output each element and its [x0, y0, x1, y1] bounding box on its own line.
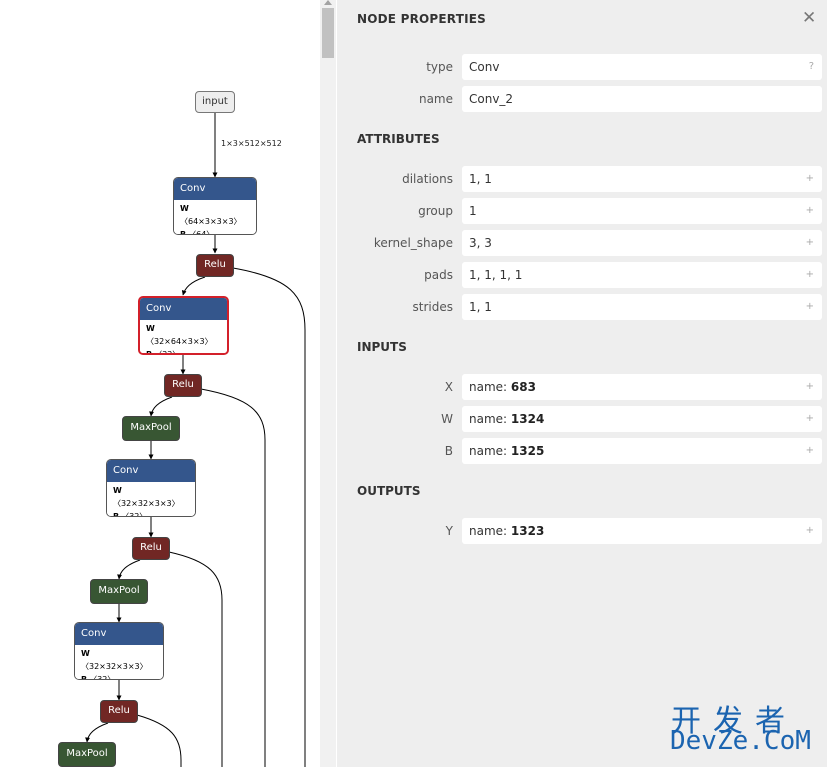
- edge-shape-label: 1×3×512×512: [221, 139, 282, 148]
- graph-canvas[interactable]: input 1×3×512×512 Conv W〈64×3×3×3〉 B〈64〉…: [0, 0, 320, 767]
- expand-icon[interactable]: +: [805, 205, 814, 216]
- attribute-label: kernel_shape: [373, 236, 453, 250]
- scroll-up-arrow-icon[interactable]: [324, 0, 332, 5]
- attribute-label: strides: [412, 300, 453, 314]
- help-icon[interactable]: ?: [808, 61, 814, 72]
- conv-node-3[interactable]: Conv W〈32×32×3×3〉 B〈32〉: [106, 459, 196, 517]
- property-value-type[interactable]: Conv ?: [462, 54, 822, 80]
- conv-weight-row: W〈32×64×3×3〉: [146, 324, 213, 346]
- conv-bias-row: B〈32〉: [146, 350, 181, 355]
- relu-node-3[interactable]: Relu: [132, 537, 170, 560]
- input-value[interactable]: name: 1324+: [462, 406, 822, 432]
- input-label: B: [444, 444, 453, 458]
- attribute-row-kernel-shape: kernel_shape 3, 3+: [337, 230, 827, 256]
- property-label: name: [418, 92, 453, 106]
- expand-icon[interactable]: +: [805, 237, 814, 248]
- conv-node-title: Conv: [140, 298, 227, 320]
- property-row-name: name Conv_2: [337, 86, 827, 112]
- relu-node-4[interactable]: Relu: [100, 700, 138, 723]
- watermark-logo: 开发者 DevZe.CoM: [668, 696, 823, 766]
- attribute-row-strides: strides 1, 1+: [337, 294, 827, 320]
- attribute-value[interactable]: 1+: [462, 198, 822, 224]
- conv-node-title: Conv: [75, 623, 163, 645]
- attribute-row-group: group 1+: [337, 198, 827, 224]
- conv-node-4[interactable]: Conv W〈32×32×3×3〉 B〈32〉: [74, 622, 164, 680]
- scrollbar-thumb[interactable]: [322, 8, 334, 58]
- output-value[interactable]: name: 1323+: [462, 518, 822, 544]
- panel-title: NODE PROPERTIES: [357, 12, 486, 26]
- conv-bias-row: B〈32〉: [81, 675, 116, 680]
- relu-node-2[interactable]: Relu: [164, 374, 202, 397]
- input-value[interactable]: name: 683+: [462, 374, 822, 400]
- maxpool-node-2[interactable]: MaxPool: [90, 579, 148, 604]
- attribute-label: pads: [424, 268, 453, 282]
- property-label: type: [426, 60, 453, 74]
- input-node[interactable]: input: [195, 91, 235, 113]
- attribute-value[interactable]: 3, 3+: [462, 230, 822, 256]
- expand-icon[interactable]: +: [805, 301, 814, 312]
- input-label: W: [441, 412, 453, 426]
- conv-weight-row: W〈32×32×3×3〉: [81, 649, 148, 671]
- watermark-chinese-text: 开发者: [671, 704, 797, 739]
- expand-icon[interactable]: +: [805, 525, 814, 536]
- section-title-inputs: INPUTS: [357, 340, 407, 354]
- conv-node-title: Conv: [174, 178, 256, 200]
- conv-node-2-selected[interactable]: Conv W〈32×64×3×3〉 B〈32〉: [138, 296, 229, 355]
- conv-node-title: Conv: [107, 460, 195, 482]
- watermark-site-text: DevZe.CoM: [670, 726, 811, 756]
- graph-edges: [85, 113, 306, 767]
- conv-node-1[interactable]: Conv W〈64×3×3×3〉 B〈64〉: [173, 177, 257, 235]
- conv-bias-row: B〈32〉: [113, 512, 148, 517]
- input-row-x: X name: 683+: [337, 374, 827, 400]
- attribute-row-dilations: dilations 1, 1+: [337, 166, 827, 192]
- property-value-name[interactable]: Conv_2: [462, 86, 822, 112]
- section-title-outputs: OUTPUTS: [357, 484, 421, 498]
- expand-icon[interactable]: +: [805, 173, 814, 184]
- section-title-attributes: ATTRIBUTES: [357, 132, 440, 146]
- attribute-row-pads: pads 1, 1, 1, 1+: [337, 262, 827, 288]
- input-row-b: B name: 1325+: [337, 438, 827, 464]
- output-label: Y: [445, 524, 453, 538]
- conv-weight-row: W〈32×32×3×3〉: [113, 486, 180, 508]
- expand-icon[interactable]: +: [805, 269, 814, 280]
- input-value[interactable]: name: 1325+: [462, 438, 822, 464]
- expand-icon[interactable]: +: [805, 445, 814, 456]
- conv-weight-row: W〈64×3×3×3〉: [180, 204, 242, 226]
- expand-icon[interactable]: +: [805, 381, 814, 392]
- maxpool-node-3[interactable]: MaxPool: [58, 742, 116, 767]
- conv-bias-row: B〈64〉: [180, 230, 215, 235]
- node-properties-panel: NODE PROPERTIES ✕ type Conv ? name Conv_…: [337, 0, 827, 767]
- relu-node-1[interactable]: Relu: [196, 254, 234, 277]
- attribute-value[interactable]: 1, 1, 1, 1+: [462, 262, 822, 288]
- graph-scrollbar[interactable]: [320, 0, 336, 767]
- attribute-label: dilations: [402, 172, 453, 186]
- property-row-type: type Conv ?: [337, 54, 827, 80]
- input-label: X: [444, 380, 453, 394]
- maxpool-node-1[interactable]: MaxPool: [122, 416, 180, 441]
- attribute-value[interactable]: 1, 1+: [462, 294, 822, 320]
- expand-icon[interactable]: +: [805, 413, 814, 424]
- close-icon[interactable]: ✕: [802, 8, 817, 28]
- attribute-value[interactable]: 1, 1+: [462, 166, 822, 192]
- output-row-y: Y name: 1323+: [337, 518, 827, 544]
- attribute-label: group: [418, 204, 453, 218]
- input-row-w: W name: 1324+: [337, 406, 827, 432]
